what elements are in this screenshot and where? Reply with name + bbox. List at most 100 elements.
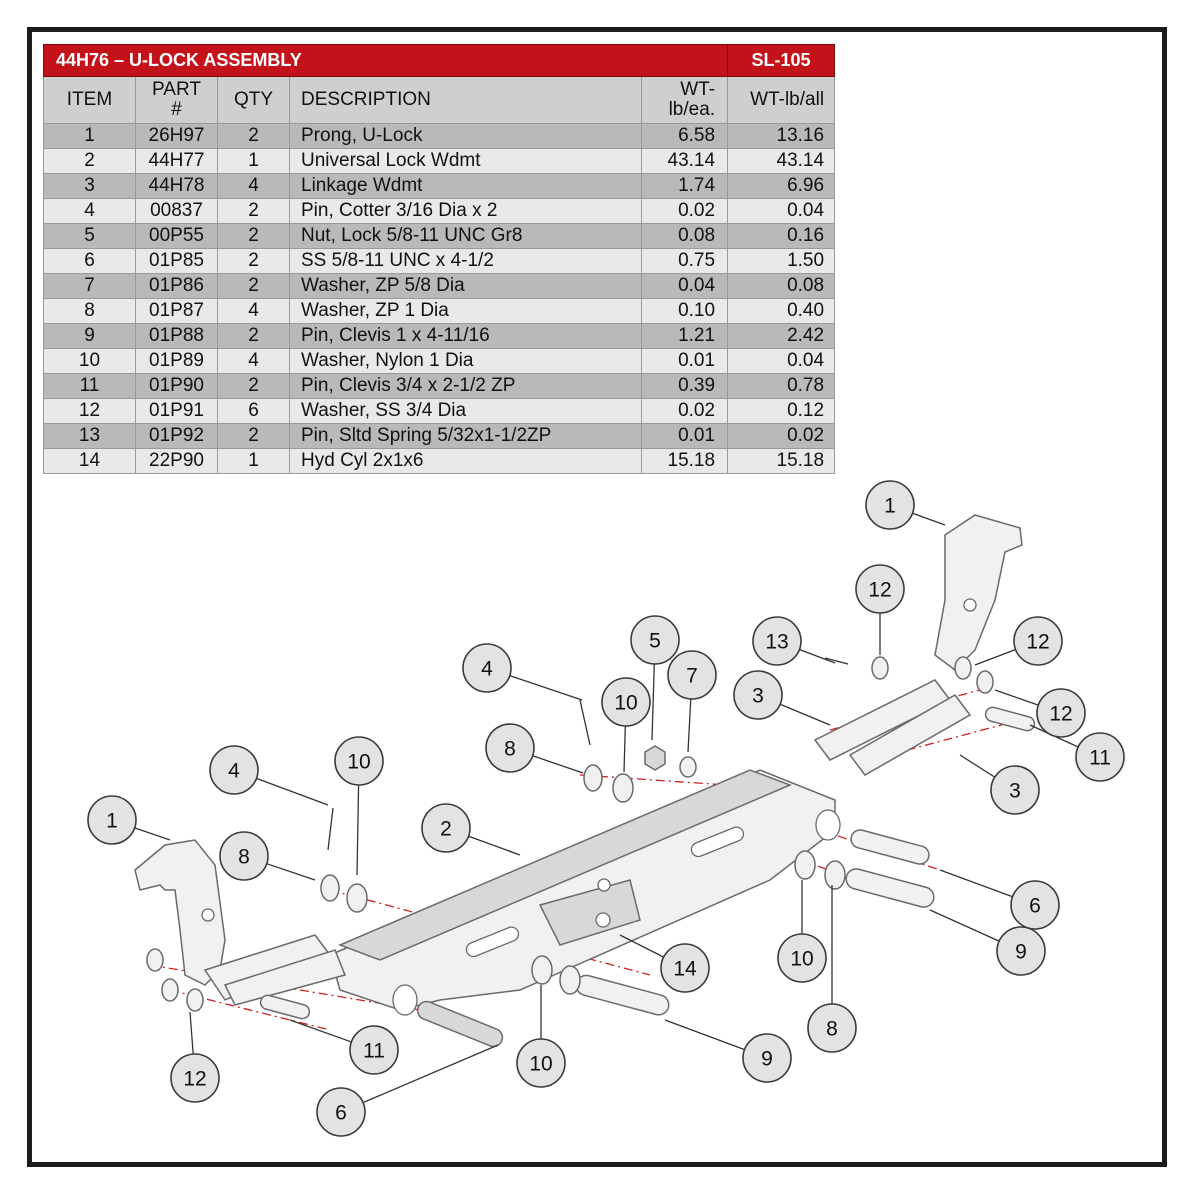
cotter-pin	[579, 699, 591, 746]
callout-number: 8	[826, 1018, 838, 1041]
header-wt-all: WT-lb/all	[727, 76, 836, 124]
callout-number: 1	[106, 810, 118, 833]
cell-wt-all: 0.40	[727, 298, 836, 324]
weldment-bore	[392, 984, 418, 1016]
leader-line	[509, 675, 583, 701]
clevis-pin	[984, 706, 1036, 732]
callout-number: 10	[790, 948, 813, 971]
cell-item: 9	[43, 323, 136, 349]
cell-wt-all: 0.08	[727, 273, 836, 299]
cell-item: 8	[43, 298, 136, 324]
leader-line	[651, 663, 655, 741]
washer	[871, 656, 889, 680]
callout-number: 8	[238, 846, 250, 869]
table-header-row: ITEM PART# QTY DESCRIPTION WT-lb/ea. WT-…	[43, 76, 836, 124]
cell-qty: 2	[217, 423, 290, 449]
parts-drawing	[134, 514, 1036, 1048]
callout-circle	[209, 745, 259, 795]
callout-balloon: 9	[996, 926, 1046, 976]
leader-line	[799, 648, 836, 664]
callout-circle	[990, 765, 1040, 815]
cell-wt-all: 0.78	[727, 373, 836, 399]
callout-number: 9	[761, 1048, 773, 1071]
cell-qty: 6	[217, 398, 290, 424]
callout-balloon: 7	[667, 650, 717, 700]
cell-part: 01P92	[135, 423, 218, 449]
cell-wt-each: 1.74	[640, 173, 729, 199]
callout-number: 4	[481, 658, 493, 681]
callout-balloon: 10	[777, 933, 827, 983]
right-prong	[934, 514, 1023, 671]
leader-line	[266, 863, 316, 881]
cell-item: 3	[43, 173, 136, 199]
callout-balloon: 14	[660, 943, 710, 993]
callout-circle	[660, 943, 710, 993]
cell-description: Pin, Clevis 1 x 4-11/16	[289, 323, 642, 349]
universal-lock-weldment	[329, 769, 836, 1011]
cell-wt-each: 0.02	[640, 198, 729, 224]
clevis-pin	[845, 868, 935, 908]
cell-description: Universal Lock Wdmt	[289, 148, 642, 174]
callout-balloon: 4	[462, 643, 512, 693]
spring-pin	[824, 657, 849, 665]
callout-number: 3	[1009, 780, 1021, 803]
cell-item: 13	[43, 423, 136, 449]
callout-balloon: 5	[630, 615, 680, 665]
cell-wt-all: 15.18	[727, 448, 836, 474]
leader-line	[189, 1011, 194, 1055]
cell-wt-all: 0.04	[727, 198, 836, 224]
callout-circle	[865, 480, 915, 530]
cell-wt-each: 0.75	[640, 248, 729, 274]
callout-balloon: 8	[807, 1003, 857, 1053]
callout-circle	[462, 643, 512, 693]
callout-balloon: 8	[219, 831, 269, 881]
prong-hole	[201, 908, 215, 922]
cell-qty: 2	[217, 273, 290, 299]
weldment-bore	[815, 809, 841, 841]
washer	[146, 948, 164, 972]
cell-description: SS 5/8-11 UNC x 4-1/2	[289, 248, 642, 274]
callout-circle	[1013, 616, 1063, 666]
cell-part: 00P55	[135, 223, 218, 249]
left-linkage	[223, 949, 347, 1006]
callout-balloon: 13	[752, 616, 802, 666]
callout-number: 10	[614, 692, 637, 715]
bill-of-materials-table: 44H76 – U-LOCK ASSEMBLY SL-105 ITEM PART…	[42, 44, 836, 474]
leader-line	[939, 869, 1013, 898]
clevis-pin	[575, 974, 670, 1016]
cell-item: 2	[43, 148, 136, 174]
leader-line	[289, 1019, 352, 1043]
washer	[583, 764, 603, 792]
callout-circle	[1075, 732, 1125, 782]
cell-qty: 2	[217, 223, 290, 249]
callout-balloon: 2	[421, 803, 471, 853]
leader-line	[356, 784, 360, 876]
washer	[346, 883, 368, 913]
cell-description: Hyd Cyl 2x1x6	[289, 448, 642, 474]
cell-part: 26H97	[135, 123, 218, 149]
cylinder-port	[595, 912, 611, 928]
leader-line	[362, 1044, 499, 1104]
callout-circle	[601, 677, 651, 727]
weldment-slot	[690, 826, 745, 858]
cell-wt-all: 0.12	[727, 398, 836, 424]
cell-description: Pin, Clevis 3/4 x 2-1/2 ZP	[289, 373, 642, 399]
callout-number: 9	[1015, 941, 1027, 964]
lock-nut	[644, 745, 666, 771]
cell-item: 1	[43, 123, 136, 149]
leader-line	[779, 703, 831, 726]
washer	[679, 756, 697, 778]
cell-wt-each: 1.21	[640, 323, 729, 349]
cell-item: 12	[43, 398, 136, 424]
callout-number: 11	[1089, 747, 1111, 770]
callout-circle	[485, 723, 535, 773]
cell-qty: 2	[217, 373, 290, 399]
